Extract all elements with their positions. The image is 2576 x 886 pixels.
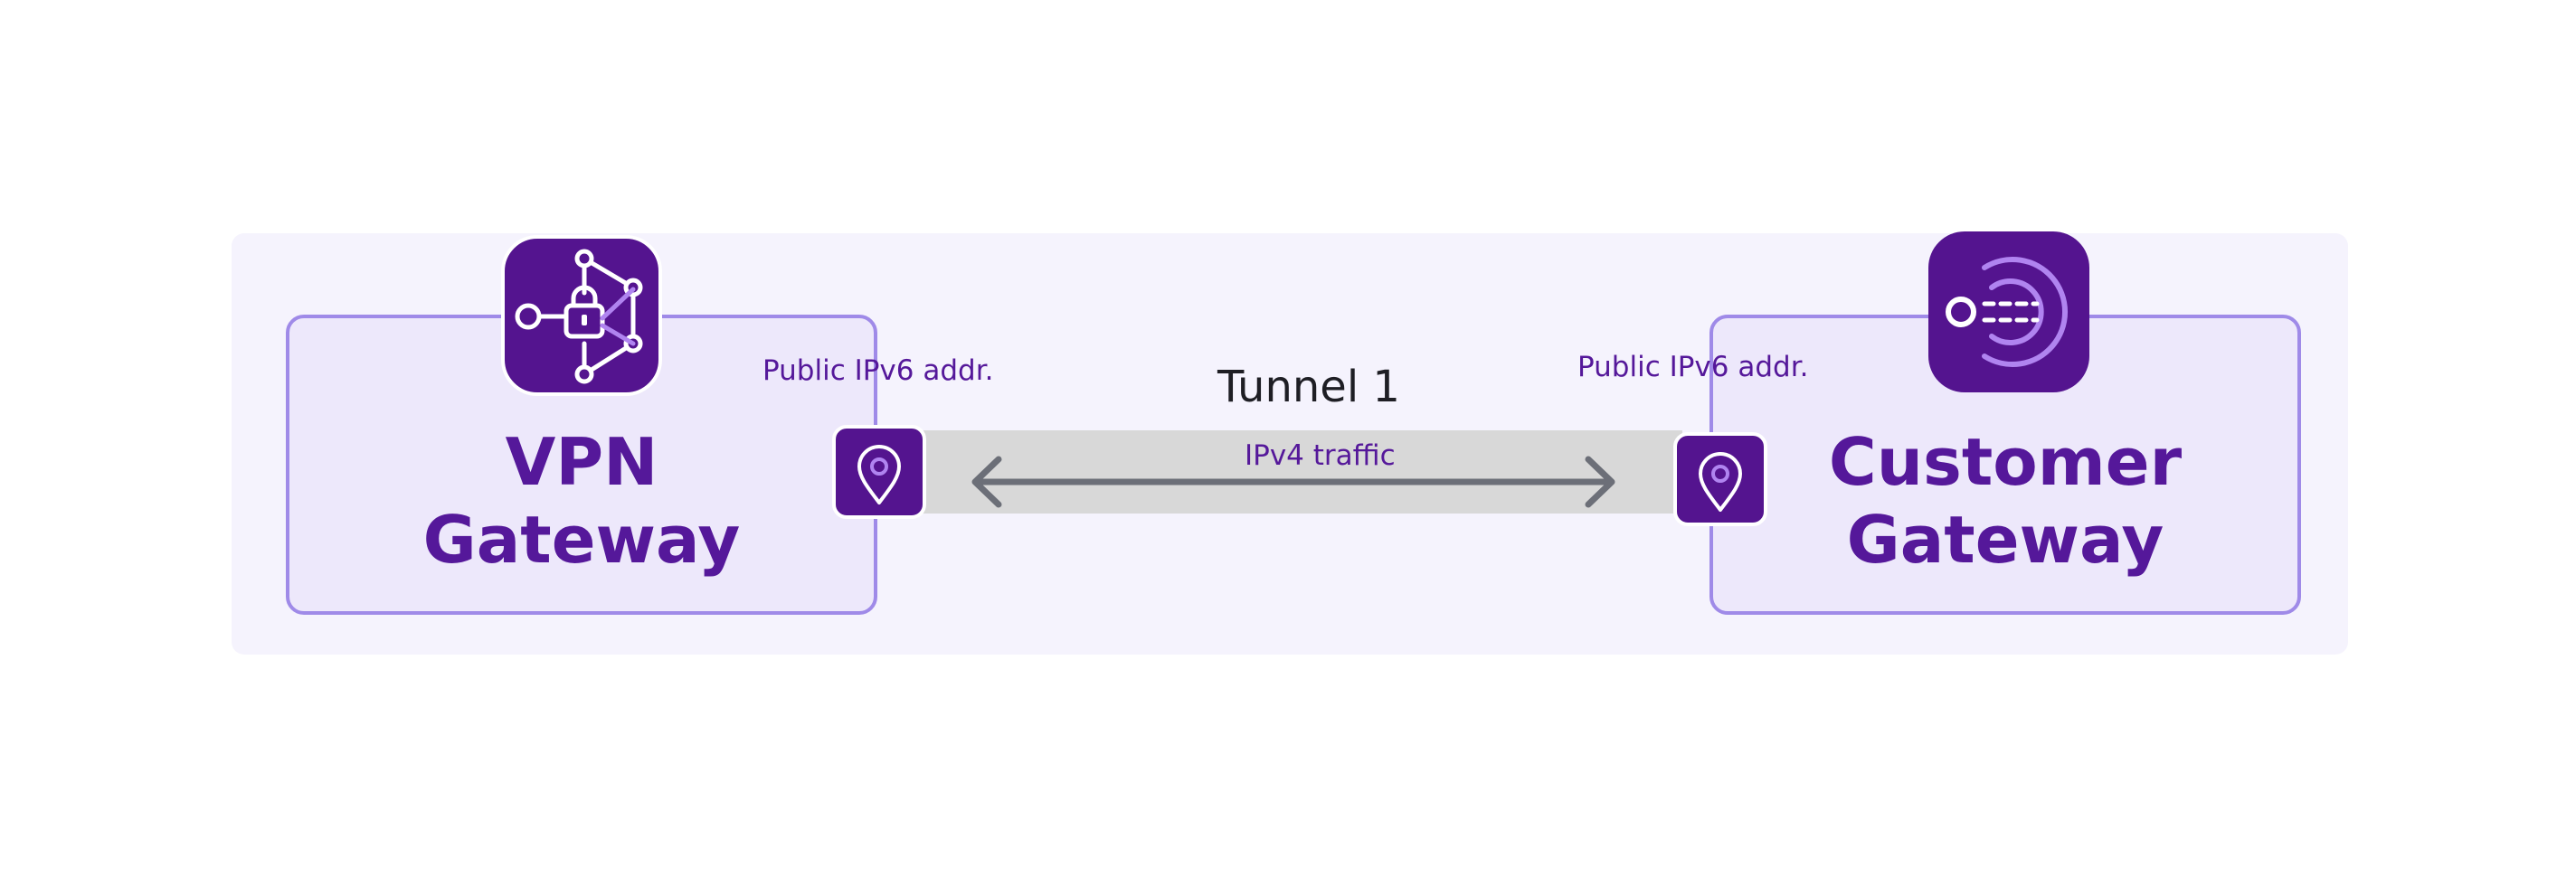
vpn-gateway-label-line1: VPN: [505, 424, 658, 500]
vpn-gateway-label-line2: Gateway: [422, 502, 741, 578]
customer-gateway-label-line1: Customer: [1828, 424, 2183, 500]
vpn-endpoint-pin-icon: [832, 425, 926, 519]
customer-public-address-label: Public IPv6 addr.: [1577, 351, 1809, 383]
tunnel-traffic-label: IPv4 traffic: [1245, 439, 1396, 472]
tunnel-title: Tunnel 1: [1217, 362, 1400, 412]
customer-gateway-label: Customer Gateway: [1709, 423, 2301, 579]
vpn-lock-network-icon: [501, 235, 662, 396]
customer-endpoint-pin-icon: [1673, 432, 1767, 526]
customer-gateway-label-line2: Gateway: [1846, 502, 2164, 578]
vpn-gateway-label: VPN Gateway: [286, 423, 877, 579]
vpn-public-address-label: Public IPv6 addr.: [762, 354, 994, 387]
tunnel-band: [923, 430, 1682, 514]
bidirectional-arrow-icon: [971, 456, 1615, 508]
customer-gateway-icon: [1928, 231, 2089, 392]
